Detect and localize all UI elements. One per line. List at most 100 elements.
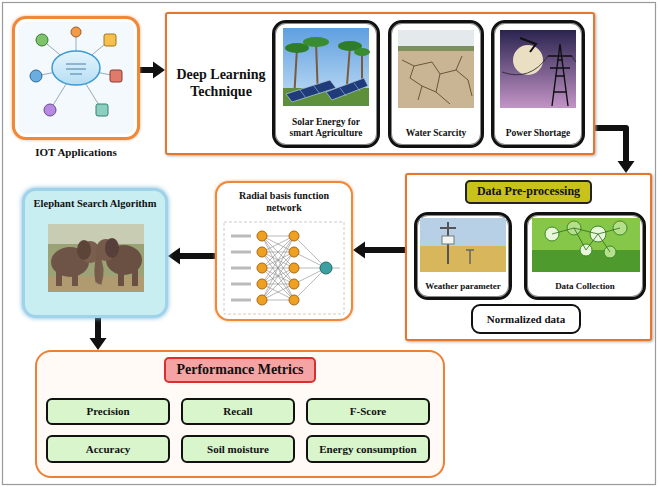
data-collection-photo-part xyxy=(580,244,592,256)
rbf-network-illustration-part-part xyxy=(289,231,299,241)
flow-arrow xyxy=(168,248,215,265)
arrow-line xyxy=(365,247,405,253)
preprocessing-panel: Data Pre-processingWeather parameterData… xyxy=(405,173,652,341)
rbf-network-illustration xyxy=(224,222,344,314)
rbf-network-illustration-part-part xyxy=(257,247,267,257)
node-label: Power Shortage xyxy=(506,128,570,139)
elephant-photo-part xyxy=(48,276,144,292)
image-card: Weather parameter xyxy=(414,212,512,300)
solar-photo xyxy=(283,28,370,106)
rbf-network-illustration-part-part xyxy=(257,263,267,273)
solar-photo-part xyxy=(300,83,360,98)
node-label: Deep Learning Technique xyxy=(175,67,267,99)
rbf-network-illustration-part-part xyxy=(289,295,299,305)
data-collection-photo-part xyxy=(532,250,640,272)
process-box: Normalized data xyxy=(471,304,581,334)
iot-illustration-part xyxy=(96,104,108,116)
page-frame-part xyxy=(3,3,656,485)
metric-box: F-Score xyxy=(306,398,430,425)
iot-illustration-part xyxy=(110,70,122,82)
rbf-network-illustration-part-part xyxy=(289,247,299,257)
iot-illustration xyxy=(18,22,134,134)
data-collection-photo-part xyxy=(590,226,606,242)
water-scarcity-photo-part xyxy=(398,30,474,108)
elephant-photo xyxy=(48,224,144,292)
node-label: Accuracy xyxy=(86,443,131,456)
power-shortage-photo-part xyxy=(548,44,572,106)
elephant-photo-part xyxy=(97,254,100,282)
metric-box: Energy consumption xyxy=(306,435,430,463)
data-collection-photo-part xyxy=(532,218,640,272)
elephant-photo-part xyxy=(118,266,124,286)
solar-photo-part xyxy=(294,42,362,100)
rbf-network-illustration-part-part xyxy=(289,263,299,273)
solar-photo-part xyxy=(326,78,368,100)
flow-arrow xyxy=(353,242,405,259)
solar-photo-part xyxy=(303,37,329,47)
rbf-network-illustration-part xyxy=(231,236,251,300)
arrow-line xyxy=(180,253,215,259)
node-label: Water Scarcity xyxy=(406,128,467,139)
data-collection-photo-part xyxy=(552,228,620,252)
data-collection-photo-part xyxy=(613,221,627,235)
panel-title: Data Pre-processing xyxy=(465,180,592,204)
arrow-line xyxy=(95,318,101,338)
elephant-photo-part xyxy=(80,241,100,263)
rbf-network-illustration-part xyxy=(224,222,344,314)
image-card: Data Collection xyxy=(524,212,646,300)
water-scarcity-photo-part xyxy=(402,56,472,104)
elephant-photo-part xyxy=(77,240,91,260)
elephant-photo-part xyxy=(51,247,89,277)
flow-arrow xyxy=(90,318,107,350)
node-label: Energy consumption xyxy=(319,443,417,456)
rbf-network-illustration-part-part xyxy=(257,279,267,289)
data-collection-photo xyxy=(532,218,640,272)
elephant-photo-part xyxy=(72,268,78,286)
node-label: Radial basis function network xyxy=(223,190,345,213)
image-card: Power Shortage xyxy=(491,20,585,148)
power-shortage-photo xyxy=(500,30,576,108)
iot-illustration-part xyxy=(30,70,42,82)
node-label: Soil moisture xyxy=(207,443,269,456)
water-scarcity-photo-part xyxy=(398,46,474,51)
node-label: IOT Applications xyxy=(35,146,116,159)
image-card: Solar Energy for smart Agriculture xyxy=(272,20,380,148)
iot-illustration-part xyxy=(36,34,48,46)
elephant-photo-part xyxy=(56,268,62,286)
solar-photo-part xyxy=(285,43,309,53)
algorithm-box: Elephant Search Algorithm xyxy=(22,188,168,318)
weather-station-photo-part xyxy=(420,218,506,272)
water-scarcity-photo-part xyxy=(398,50,474,108)
panel-title: Performance Metrics xyxy=(164,357,315,383)
solar-photo-part xyxy=(286,80,336,102)
data-collection-photo-part xyxy=(567,221,581,235)
power-shortage-photo-part xyxy=(502,56,576,75)
metric-box: Soil moisture xyxy=(181,435,295,463)
iot-illustration-part xyxy=(36,32,116,110)
arrow-head xyxy=(168,248,180,265)
rbf-network-illustration-part-part xyxy=(257,295,267,305)
node-label: Precision xyxy=(86,405,129,418)
iot-illustration-part xyxy=(71,27,81,37)
elephant-photo-part xyxy=(97,256,101,284)
power-shortage-photo-part xyxy=(500,30,576,108)
iot-illustration-part xyxy=(104,34,116,46)
flow-arrow xyxy=(595,128,635,173)
power-shortage-photo-part xyxy=(513,45,543,75)
iot-illustration-part xyxy=(52,51,100,85)
network-box: Radial basis function network xyxy=(215,181,353,321)
rbf-network-illustration-part xyxy=(262,236,340,300)
solar-photo-part xyxy=(283,28,369,106)
arrow-head xyxy=(90,338,107,350)
weather-station-photo xyxy=(420,218,506,272)
elephant-photo-part xyxy=(105,238,119,258)
rbf-network-illustration-part-part xyxy=(257,231,267,241)
solar-photo-part xyxy=(283,88,369,106)
node-label: Elephant Search Algorithm xyxy=(34,198,157,210)
node-label: Recall xyxy=(223,405,252,418)
metrics-panel: Performance MetricsPrecision Recall F-Scor… xyxy=(35,350,445,478)
technique-panel: Deep Learning TechniqueSolar Energy for … xyxy=(165,12,595,155)
application-panel: IOT Applications xyxy=(12,16,140,140)
iot-illustration-part xyxy=(44,104,56,116)
